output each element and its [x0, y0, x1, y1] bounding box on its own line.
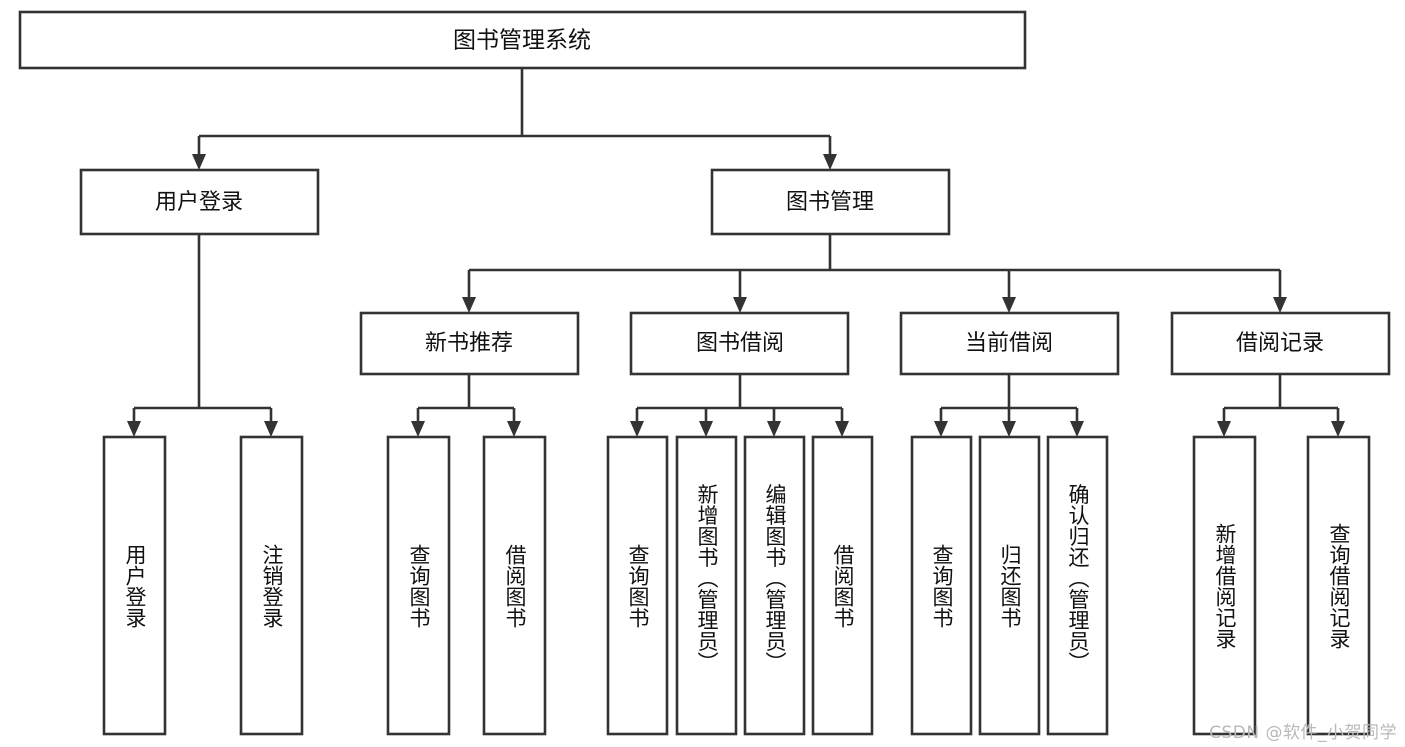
arrow-to-leaf-return-book [1002, 421, 1016, 437]
node-leaf-return-book-label: 归还图书 [998, 544, 1022, 628]
arrow-to-leaf-add-record [1217, 421, 1231, 437]
node-borrow-record-box[interactable] [1170, 311, 1391, 376]
node-leaf-add-record-box[interactable] [1192, 435, 1257, 736]
node-leaf-confirm-return-label: 确认归还（管理员） [1066, 484, 1090, 673]
node-leaf-query-record-label: 查询借阅记录 [1327, 523, 1351, 649]
csdn-watermark: CSDN @软件_小贺同学 [1209, 723, 1397, 743]
node-book-management-label: 图书管理 [786, 190, 874, 215]
node-leaf-return-book[interactable]: 归还图书 [978, 435, 1041, 736]
node-leaf-logout-login-box[interactable] [239, 435, 304, 736]
node-leaf-add-book[interactable]: 新增图书（管理员） [675, 435, 738, 736]
node-book-management-box[interactable] [710, 168, 951, 236]
arrow-to-user-login [192, 154, 206, 170]
node-leaf-edit-book-box[interactable] [743, 435, 806, 736]
node-leaf-query-book-2-label: 查询图书 [626, 544, 650, 628]
node-leaf-confirm-return-box[interactable] [1046, 435, 1109, 736]
node-leaf-query-book-1-box[interactable] [386, 435, 451, 736]
node-leaf-query-book-3-label: 查询图书 [930, 544, 954, 628]
node-leaf-query-book-3[interactable]: 查询图书 [910, 435, 973, 736]
node-leaf-return-book-box[interactable] [978, 435, 1041, 736]
node-leaf-borrow-book-1-box[interactable] [482, 435, 547, 736]
arrow-to-current-borrow [1002, 297, 1016, 313]
arrow-to-leaf-query-book-1 [411, 421, 425, 437]
node-leaf-user-login[interactable]: 用户登录 [102, 435, 167, 736]
node-leaf-borrow-book-1[interactable]: 借阅图书 [482, 435, 547, 736]
arrow-to-leaf-edit-book [767, 421, 781, 437]
node-leaf-add-book-label: 新增图书（管理员） [695, 484, 719, 673]
node-leaf-confirm-return[interactable]: 确认归还（管理员） [1046, 435, 1109, 736]
arrow-to-leaf-query-book-3 [934, 421, 948, 437]
node-new-book-recommend[interactable]: 新书推荐 [359, 311, 580, 376]
arrow-to-leaf-confirm-return [1070, 421, 1084, 437]
arrow-to-borrow-record [1273, 297, 1287, 313]
arrow-to-new-book-recommend [462, 297, 476, 313]
node-leaf-borrow-book-2-box[interactable] [811, 435, 874, 736]
node-leaf-query-book-1[interactable]: 查询图书 [386, 435, 451, 736]
node-new-book-recommend-box[interactable] [359, 311, 580, 376]
node-current-borrow[interactable]: 当前借阅 [899, 311, 1120, 376]
node-leaf-logout-login[interactable]: 注销登录 [239, 435, 304, 736]
node-leaf-borrow-book-2[interactable]: 借阅图书 [811, 435, 874, 736]
node-user-login-box[interactable] [79, 168, 320, 236]
arrow-to-leaf-borrow-book-2 [835, 421, 849, 437]
arrow-to-leaf-add-book [699, 421, 713, 437]
arrow-to-leaf-logout-login [264, 421, 278, 437]
node-book-borrow-box[interactable] [629, 311, 850, 376]
node-leaf-add-record[interactable]: 新增借阅记录 [1192, 435, 1257, 736]
arrow-to-book-borrow [733, 297, 747, 313]
node-leaf-add-book-box[interactable] [675, 435, 738, 736]
node-leaf-query-book-3-box[interactable] [910, 435, 973, 736]
node-leaf-add-record-label: 新增借阅记录 [1213, 523, 1237, 649]
node-user-login[interactable]: 用户登录 [79, 168, 320, 236]
node-leaf-query-record-box[interactable] [1306, 435, 1371, 736]
node-leaf-edit-book[interactable]: 编辑图书（管理员） [743, 435, 806, 736]
node-leaf-query-book-2-box[interactable] [606, 435, 669, 736]
node-leaf-borrow-book-1-label: 借阅图书 [503, 544, 527, 628]
node-borrow-record-label: 借阅记录 [1236, 331, 1324, 356]
arrow-to-leaf-borrow-book-1 [507, 421, 521, 437]
node-leaf-user-login-box[interactable] [102, 435, 167, 736]
node-current-borrow-label: 当前借阅 [965, 331, 1053, 356]
node-leaf-logout-login-label: 注销登录 [260, 544, 284, 628]
arrow-to-leaf-query-record [1331, 421, 1345, 437]
node-root-system-label: 图书管理系统 [453, 28, 591, 54]
node-book-borrow[interactable]: 图书借阅 [629, 311, 850, 376]
node-leaf-borrow-book-2-label: 借阅图书 [831, 544, 855, 628]
arrow-to-book-management [823, 154, 837, 170]
node-current-borrow-box[interactable] [899, 311, 1120, 376]
node-leaf-user-login-label: 用户登录 [123, 544, 147, 628]
node-root-system-box[interactable] [18, 10, 1027, 70]
arrow-to-leaf-user-login [127, 421, 141, 437]
node-leaf-query-book-2[interactable]: 查询图书 [606, 435, 669, 736]
node-borrow-record[interactable]: 借阅记录 [1170, 311, 1391, 376]
node-new-book-recommend-label: 新书推荐 [425, 331, 513, 356]
node-leaf-query-record[interactable]: 查询借阅记录 [1306, 435, 1371, 736]
node-book-borrow-label: 图书借阅 [696, 331, 784, 356]
node-leaf-edit-book-label: 编辑图书（管理员） [763, 484, 787, 673]
edge-layer [127, 68, 1345, 437]
node-book-management[interactable]: 图书管理 [710, 168, 951, 236]
node-root-system[interactable]: 图书管理系统 [18, 10, 1027, 70]
node-leaf-query-book-1-label: 查询图书 [407, 544, 431, 628]
node-user-login-label: 用户登录 [155, 190, 243, 215]
arrow-to-leaf-query-book-2 [630, 421, 644, 437]
